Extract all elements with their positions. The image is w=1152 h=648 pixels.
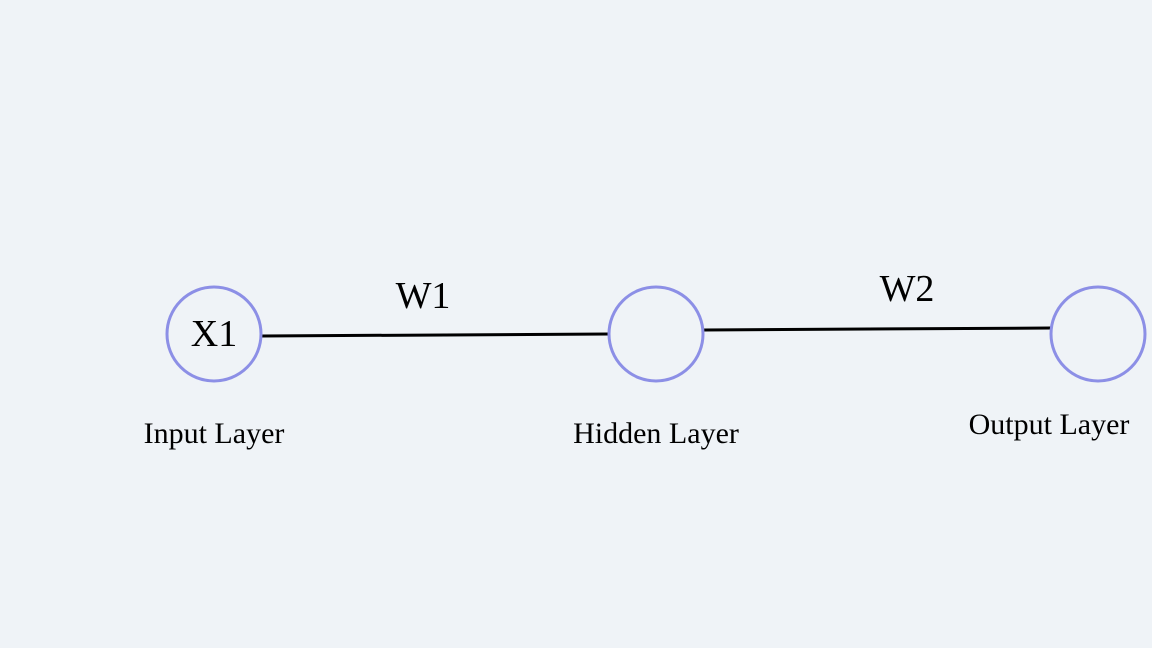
layer-label-input: Input Layer [144,417,285,450]
edge-input-hidden [261,332,610,338]
weight-label-w1: W1 [396,275,451,317]
node-hidden [607,285,705,383]
layer-label-hidden: Hidden Layer [573,417,739,450]
edge-hidden-output [703,326,1052,332]
node-output [1049,285,1147,383]
node-label-input: X1 [191,313,237,355]
layer-label-output: Output Layer [969,408,1130,441]
node-input [165,285,263,383]
weight-label-w2: W2 [880,268,935,310]
